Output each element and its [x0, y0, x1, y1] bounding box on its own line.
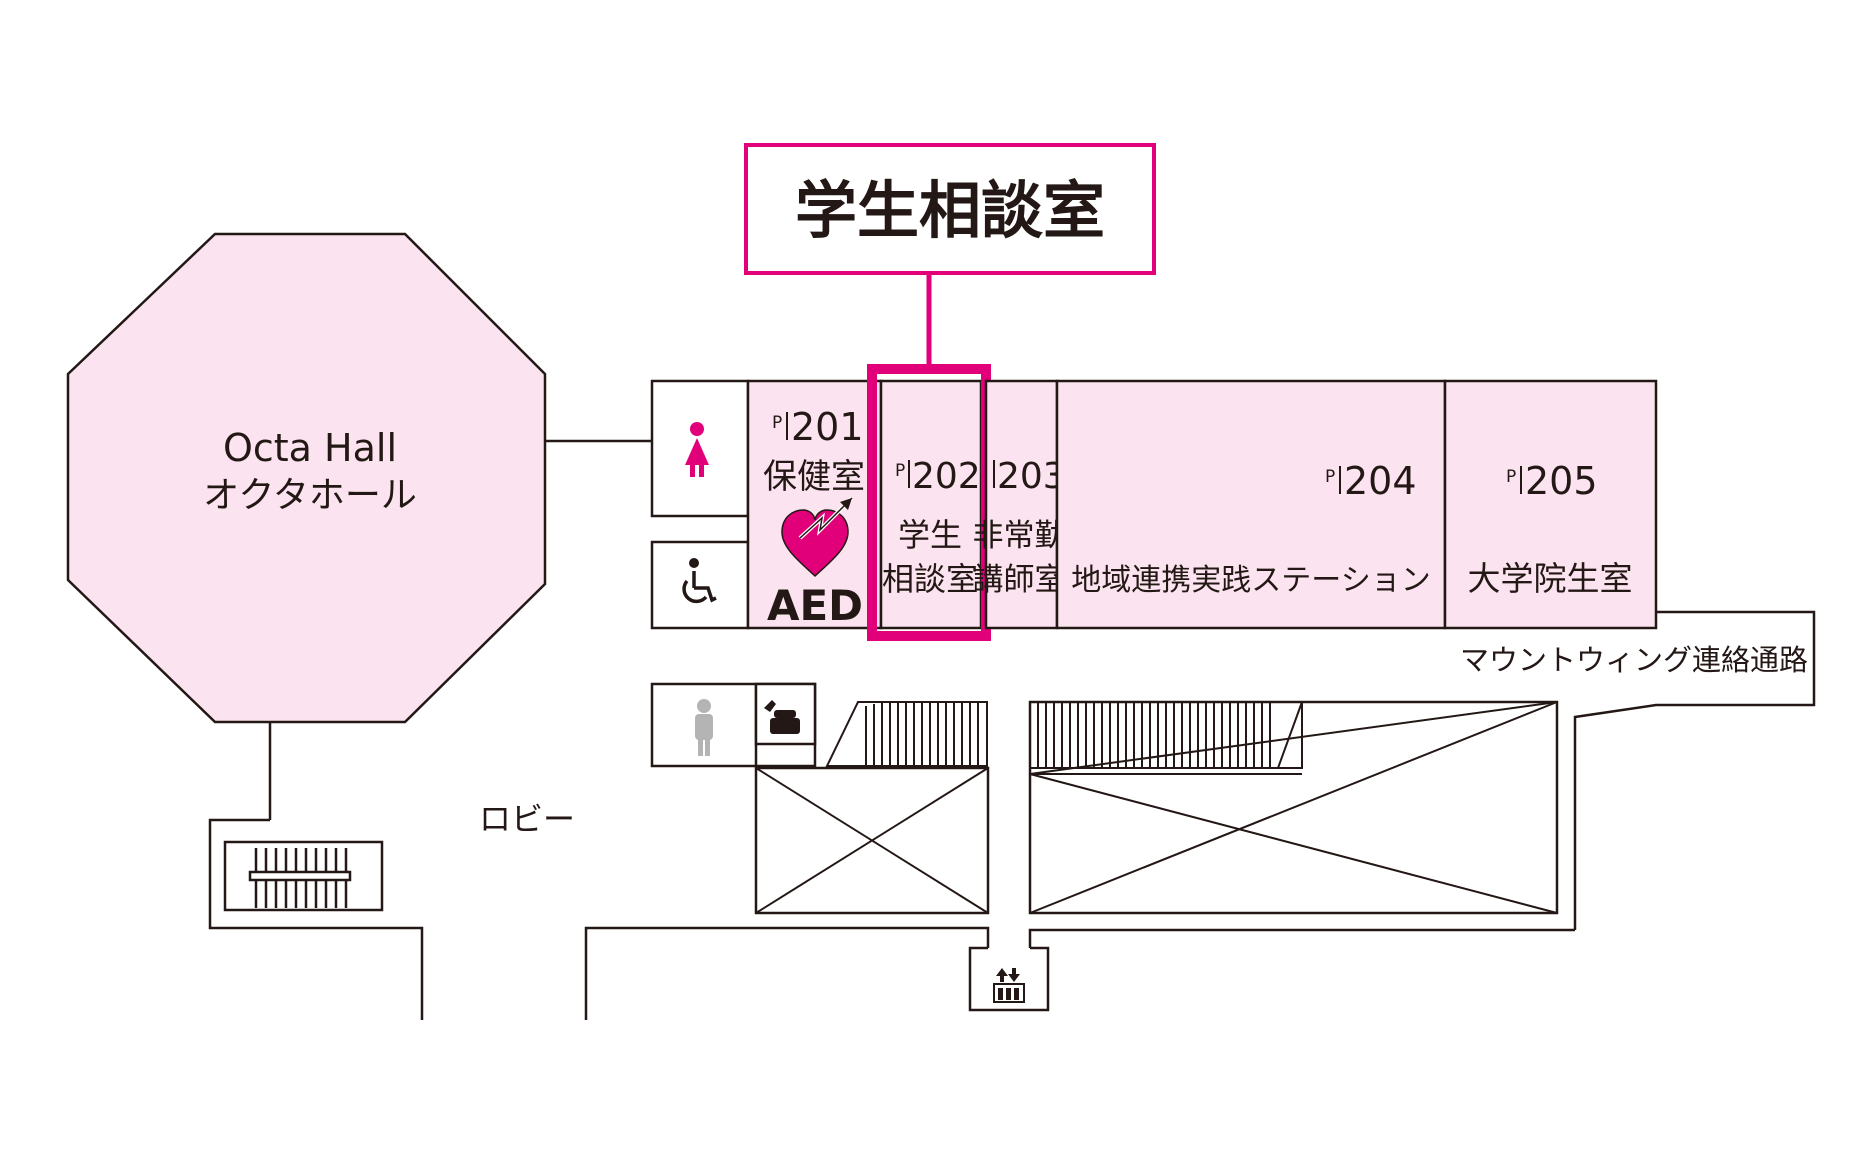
octa-hall-shape [66, 232, 547, 724]
female-restroom-icon [685, 422, 709, 477]
corridor-label: マウントウィング連絡通路 [1460, 643, 1808, 677]
room-number: 205 [1525, 459, 1598, 503]
elevator-icon [993, 968, 1025, 1003]
wheelchair-icon [682, 558, 717, 604]
lobby-label: ロビー [479, 800, 575, 838]
telephone-icon [764, 700, 800, 734]
aed-label: AED [767, 581, 863, 630]
room-name-line1: 非常勤 [973, 518, 1066, 554]
stairs-icon [865, 702, 979, 766]
room-number: 204 [1344, 459, 1417, 503]
callout-label: 学生相談室 [795, 174, 1105, 247]
aed-marker[interactable]: AED [767, 496, 863, 630]
room-name-line1: 学生 [898, 516, 962, 554]
accessible-restroom[interactable] [650, 540, 750, 630]
lower-wall [584, 926, 990, 1020]
room-number: 202 [912, 456, 981, 497]
stairs-icon [1037, 702, 1271, 768]
room-prefix: P [895, 461, 905, 481]
room-name-line2: 相談室 [882, 560, 978, 598]
room-number: 201 [791, 405, 864, 449]
octa-hall[interactable]: Octa Hall オクタホール [66, 232, 547, 724]
room-prefix: P [1325, 467, 1335, 487]
room-prefix: P [772, 413, 782, 433]
room-name-line2: 講師室 [973, 562, 1066, 598]
room-name: 保健室 [763, 457, 865, 497]
room-204[interactable]: P 204 地域連携実践ステーション [1055, 379, 1447, 630]
room-name: 大学院生室 [1468, 559, 1633, 598]
heart-lightning-icon [781, 509, 849, 578]
room-203[interactable]: 203 非常勤 講師室 [973, 379, 1066, 630]
left-stairwell-outline [208, 818, 424, 1020]
callout: 学生相談室 [744, 143, 1156, 367]
room-205[interactable]: P 205 大学院生室 [1443, 379, 1658, 630]
lower-wall [1028, 928, 1575, 948]
octa-hall-name-en: Octa Hall [223, 426, 397, 470]
room-201[interactable]: P 201 保健室 [746, 379, 883, 630]
elevator-box[interactable] [968, 946, 1050, 1012]
octa-hall-name-ja: オクタホール [203, 475, 417, 516]
room-prefix: P [1506, 467, 1516, 487]
void-area-2 [1028, 700, 1559, 915]
stairs-icon [248, 848, 352, 908]
standing-person-icon [695, 699, 713, 756]
room-name: 地域連携実践ステーション [1071, 563, 1430, 598]
callout-box [744, 143, 1156, 275]
corridor-outline [1573, 610, 1816, 930]
void-area-1 [754, 766, 990, 915]
room-number: 203 [997, 456, 1066, 497]
room-202[interactable]: P 202 学生 相談室 [879, 379, 983, 630]
